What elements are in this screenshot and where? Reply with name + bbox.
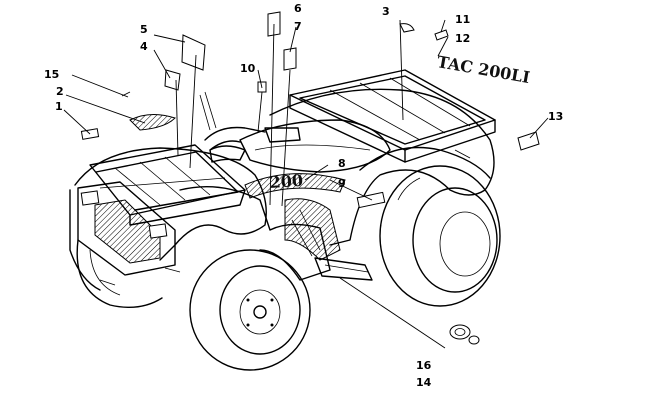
leader-lines bbox=[63, 19, 549, 349]
decal-13 bbox=[517, 131, 540, 151]
decal-5 bbox=[181, 34, 206, 71]
atv-body bbox=[69, 88, 495, 291]
callout-8: 8 bbox=[338, 157, 346, 170]
callout-4: 4 bbox=[140, 40, 148, 53]
plug-16 bbox=[449, 324, 471, 340]
rear-tire bbox=[379, 165, 501, 307]
callout-3: 3 bbox=[382, 5, 390, 18]
callout-labels: 1 2 3 4 5 6 7 8 9 10 11 12 13 14 15 16 bbox=[44, 2, 563, 389]
decal-7 bbox=[283, 47, 297, 71]
callout-15: 15 bbox=[44, 68, 59, 81]
callout-16: 16 bbox=[416, 359, 432, 372]
decal-3 bbox=[399, 23, 415, 33]
callout-11: 11 bbox=[455, 13, 470, 26]
decal-11 bbox=[434, 29, 449, 41]
front-right-tire bbox=[76, 239, 163, 308]
front-left-tire bbox=[189, 249, 311, 371]
rear-rack bbox=[289, 69, 496, 163]
callout-9: 9 bbox=[338, 177, 346, 190]
callout-10: 10 bbox=[240, 62, 256, 75]
plug-14 bbox=[468, 335, 480, 345]
side-decal-lettering: 200 bbox=[269, 171, 304, 192]
atv-illustration: 200 TAC 200LI bbox=[69, 11, 540, 371]
front-fender-decal bbox=[129, 114, 176, 131]
rear-lettering-text: TAC 200LI bbox=[436, 52, 532, 87]
callout-12: 12 bbox=[455, 32, 470, 45]
callout-7: 7 bbox=[294, 20, 302, 33]
callout-14: 14 bbox=[416, 376, 432, 389]
callout-5: 5 bbox=[140, 23, 148, 36]
side-decal-graphic: 200 bbox=[244, 171, 346, 199]
callout-2: 2 bbox=[56, 85, 64, 98]
callout-13: 13 bbox=[548, 110, 563, 123]
callout-6: 6 bbox=[294, 2, 302, 15]
rear-lettering-decal: TAC 200LI bbox=[436, 52, 532, 87]
callout-1: 1 bbox=[55, 100, 63, 113]
front-bumper bbox=[77, 181, 181, 286]
